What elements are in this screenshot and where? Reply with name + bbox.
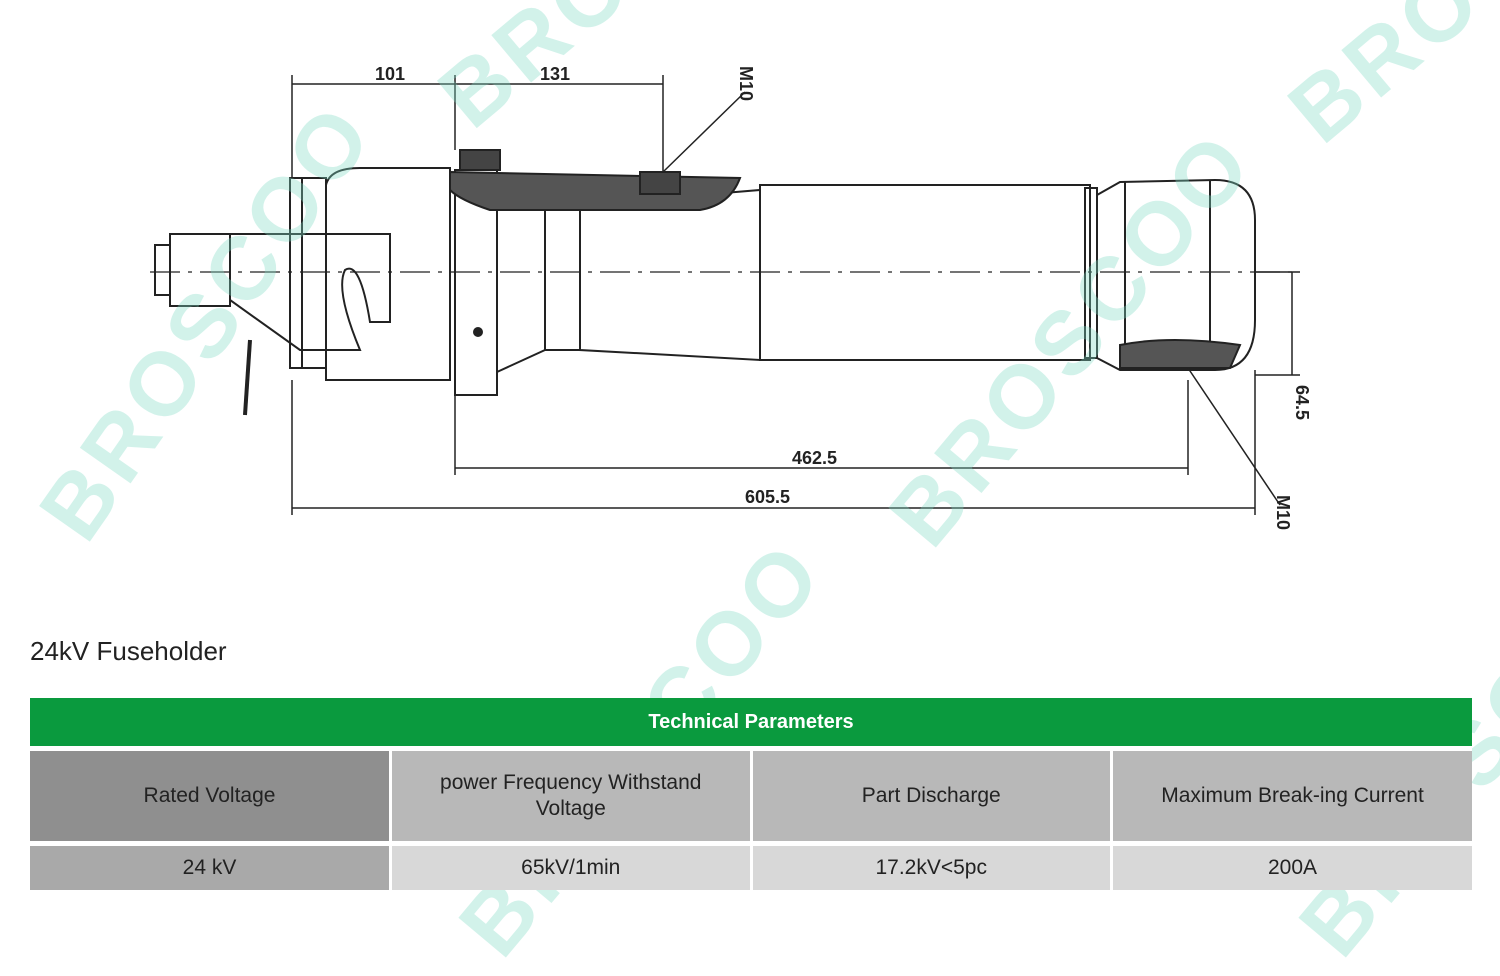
dim-m10-top: M10 [736, 66, 756, 101]
left-housing [325, 167, 451, 381]
label-max-breaking-current: Maximum Break-ing Current [1111, 748, 1472, 844]
table-header: Technical Parameters [30, 698, 1472, 751]
insulator-body [496, 188, 546, 374]
contact-clip [229, 233, 391, 351]
dimension-lines [291, 75, 1300, 515]
value-power-frequency: 65kV/1min [390, 841, 753, 890]
label-part-discharge: Part Discharge [751, 748, 1113, 844]
value-rated-voltage: 24 kV [30, 841, 392, 890]
dim-101: 101 [375, 64, 405, 84]
dim-605-5: 605.5 [745, 487, 790, 507]
product-title: 24kV Fuseholder [30, 636, 227, 666]
dim-64-5: 64.5 [1292, 385, 1312, 420]
embedded-shroud [449, 170, 742, 211]
technical-drawing: 101 131 M10 462.5 605.5 64.5 M10 [150, 64, 1312, 530]
label-power-frequency: power Frequency Withstand Voltage [390, 748, 753, 844]
dim-m10-bottom: M10 [1273, 495, 1293, 530]
end-cap [1096, 178, 1256, 371]
main-tube [759, 184, 1091, 361]
dim-462-5: 462.5 [792, 448, 837, 468]
technical-parameters-table: Technical Parameters Rated Voltage power… [30, 698, 1472, 890]
table-row: 24 kV 65kV/1min 17.2kV<5pc 200A [30, 841, 1472, 890]
fuseholder-drawing-svg: 101 131 M10 462.5 605.5 64.5 M10 [150, 64, 1312, 530]
dim-131: 131 [540, 64, 570, 84]
terminal-block [169, 233, 231, 307]
value-max-breaking-current: 200A [1111, 841, 1472, 890]
table-row: Rated Voltage power Frequency Withstand … [30, 748, 1472, 844]
label-rated-voltage: Rated Voltage [30, 748, 392, 844]
value-part-discharge: 17.2kV<5pc [751, 841, 1113, 890]
left-flange [289, 177, 303, 369]
